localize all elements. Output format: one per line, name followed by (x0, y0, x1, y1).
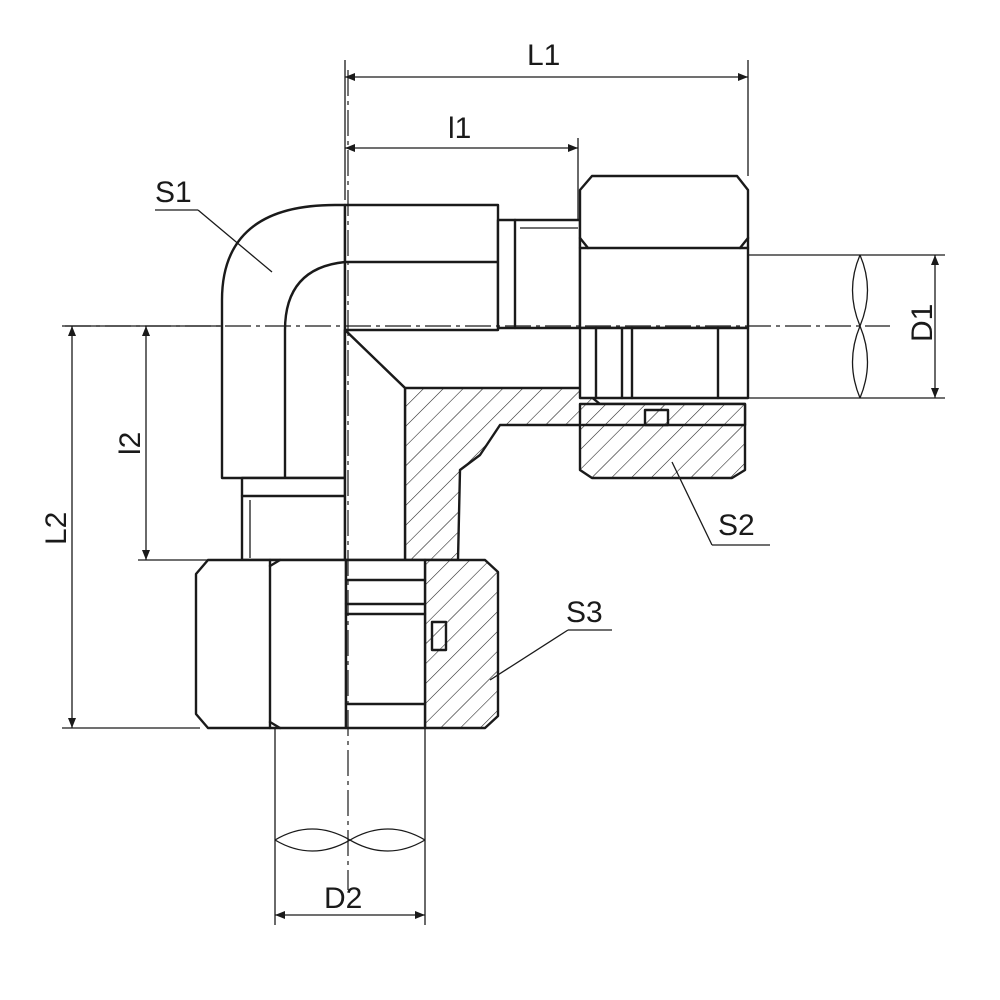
label-L2: L2 (40, 512, 73, 545)
elbow-body (220, 203, 500, 480)
label-D2: D2 (324, 882, 362, 915)
right-nut (578, 174, 750, 480)
label-l2: l2 (114, 432, 147, 455)
label-l1: l1 (448, 112, 471, 145)
right-neck (496, 218, 582, 330)
bottom-nut (194, 558, 500, 730)
dimension-l1-inner (345, 138, 579, 220)
label-D1: D1 (906, 304, 939, 342)
leader-lines (155, 209, 770, 681)
dimension-d2 (274, 728, 426, 925)
label-S1: S1 (155, 176, 192, 209)
dimension-l1-total (344, 60, 749, 200)
dimension-l2-inner (138, 326, 242, 561)
label-S3: S3 (566, 596, 603, 629)
bottom-neck (240, 476, 348, 562)
dimension-d1 (748, 254, 945, 399)
label-L1: L1 (527, 39, 560, 72)
label-S2: S2 (718, 509, 755, 542)
